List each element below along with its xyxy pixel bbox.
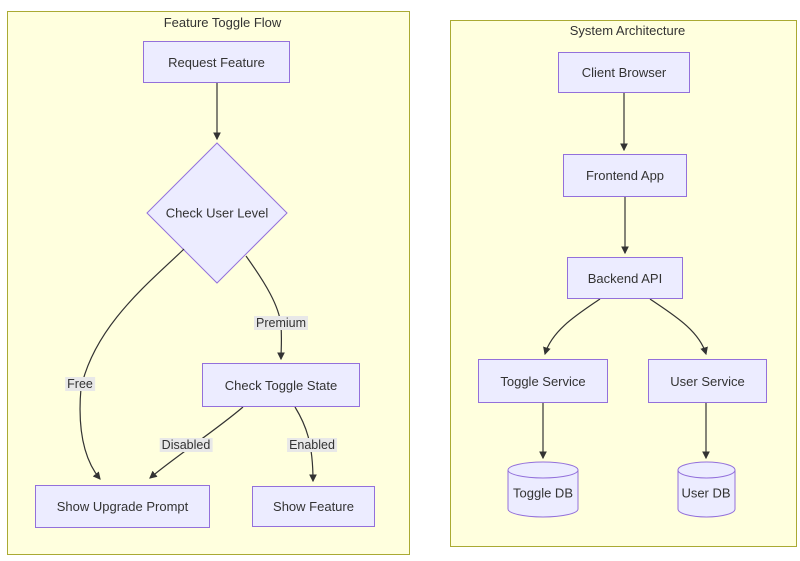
edge-label-disabled: Disabled [159, 438, 213, 452]
edge-backend-to-user-service [649, 298, 708, 356]
node-show-feature: Show Feature [252, 486, 375, 527]
node-toggle-db: Toggle DB [513, 486, 573, 501]
node-check-toggle-state: Check Toggle State [202, 363, 360, 407]
node-backend-api: Backend API [567, 257, 683, 299]
decision-diamond-shape [146, 142, 288, 284]
node-label: Backend API [587, 270, 663, 286]
node-user-service: User Service [648, 359, 767, 403]
edge-free [79, 248, 185, 480]
node-user-db: User DB [681, 486, 730, 501]
node-request-feature: Request Feature [143, 41, 290, 83]
node-label: Check Toggle State [224, 377, 338, 393]
node-label: Frontend App [585, 168, 665, 183]
node-label: User Service [670, 373, 745, 389]
node-label: Toggle Service [500, 373, 586, 389]
node-check-user-level: Check User Level [157, 206, 277, 221]
user-db-cylinder-shape [677, 461, 736, 518]
cluster-title-feature-toggle-flow: Feature Toggle Flow [163, 15, 282, 30]
edge-label-enabled: Enabled [287, 438, 337, 452]
cluster-feature-toggle-flow [7, 11, 410, 555]
edge-backend-to-toggle-service [543, 298, 601, 356]
node-label: Request Feature [168, 54, 265, 70]
node-frontend-app: Frontend App [563, 154, 687, 197]
cluster-title-system-architecture: System Architecture [569, 23, 686, 38]
node-toggle-service: Toggle Service [478, 359, 608, 403]
toggle-db-cylinder-shape [507, 461, 579, 518]
node-client-browser: Client Browser [558, 52, 690, 93]
node-label: User DB [681, 485, 731, 501]
node-label: Check User Level [165, 205, 269, 221]
edge-label-premium: Premium [253, 316, 309, 330]
edge-label-free: Free [65, 377, 95, 391]
node-label: Show Feature [273, 499, 354, 514]
node-label: Client Browser [581, 65, 667, 80]
node-label: Show Upgrade Prompt [56, 499, 189, 514]
node-label: Toggle DB [513, 485, 573, 501]
edge-enabled [294, 406, 317, 483]
node-show-upgrade-prompt: Show Upgrade Prompt [35, 485, 210, 528]
edge-premium [245, 255, 285, 361]
